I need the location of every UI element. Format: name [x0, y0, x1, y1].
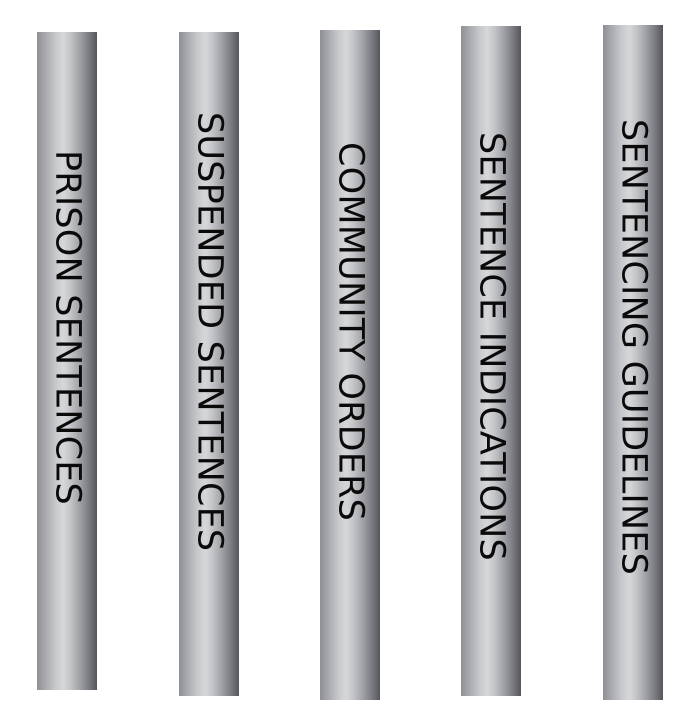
- bar-sentencing-guidelines: SENTENCING GUIDELINES: [603, 25, 663, 700]
- bar-label: SENTENCE INDICATIONS: [471, 132, 512, 561]
- bar-suspended-sentences: SUSPENDED SENTENCES: [179, 32, 239, 696]
- bar-label: SUSPENDED SENTENCES: [189, 112, 230, 552]
- bar-label: COMMUNITY ORDERS: [330, 142, 371, 522]
- bar-community-orders: COMMUNITY ORDERS: [320, 30, 380, 700]
- bar-label: SENTENCING GUIDELINES: [613, 119, 654, 576]
- bar-prison-sentences: PRISON SENTENCES: [37, 32, 97, 690]
- bar-label: PRISON SENTENCES: [47, 150, 88, 505]
- bar-sentence-indications: SENTENCE INDICATIONS: [461, 26, 521, 696]
